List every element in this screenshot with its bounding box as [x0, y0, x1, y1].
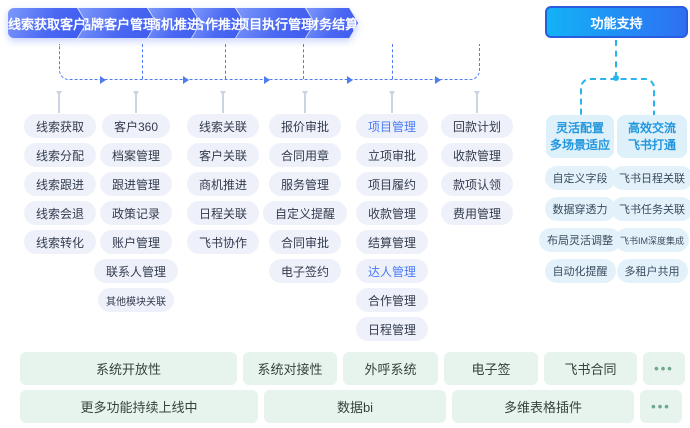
module-pill: 客户360	[101, 114, 171, 138]
capability-box: 系统对接性	[243, 352, 337, 385]
module-pill: 线索转化	[24, 230, 97, 254]
module-pill: 线索分配	[24, 143, 97, 167]
module-pill: 立项审批	[355, 143, 428, 167]
capability-box: 数据bi	[264, 390, 446, 423]
flow-arrowhead-icon	[435, 76, 441, 84]
column-project: 项目管理立项审批项目履约收款管理结算管理达人管理合作管理日程管理	[349, 114, 435, 341]
column-stub	[302, 91, 308, 113]
column-stub	[133, 91, 139, 113]
flow-step-brand-customer: 品牌客户管理	[78, 8, 156, 38]
column-stub	[56, 91, 62, 113]
support-group-header: 灵活配置 多场景适应	[546, 115, 614, 158]
module-pill: 收款管理	[440, 143, 513, 167]
module-pill: 联系人管理	[94, 259, 179, 283]
capability-box: 系统开放性	[20, 352, 237, 385]
more-ellipsis-icon: •••	[640, 390, 682, 423]
module-pill: 结算管理	[355, 230, 428, 254]
column-finance: 回款计划收款管理款项认领费用管理	[434, 114, 520, 225]
capability-box: 外呼系统	[343, 352, 438, 385]
module-pill: 服务管理	[268, 172, 341, 196]
flow-arrowhead-icon	[264, 76, 270, 84]
support-pill: 自动化提醒	[544, 259, 616, 283]
support-pill: 飞书IM深度集成	[615, 228, 689, 252]
support-connector-dot	[613, 75, 619, 81]
module-pill: 回款计划	[440, 114, 513, 138]
support-header-line: 灵活配置	[555, 121, 604, 136]
module-pill: 款项认领	[440, 172, 513, 196]
flow-step-opportunity: 商机推进	[148, 8, 200, 38]
module-pill: 线索获取	[24, 114, 97, 138]
support-header-line: 高效交流	[627, 121, 676, 136]
flow-connector-line	[142, 44, 143, 79]
module-pill: 商机推进	[187, 172, 260, 196]
module-pill: 项目管理	[355, 114, 428, 138]
column-stub	[474, 91, 480, 113]
module-pill: 收款管理	[355, 201, 428, 225]
capability-row-1: 系统开放性 系统对接性 外呼系统 电子签 飞书合同 •••	[20, 352, 685, 385]
capability-box: 多维表格插件	[452, 390, 634, 423]
module-pill: 其他模块关联	[98, 288, 174, 312]
column-customer: 客户360 档案管理跟进管理政策记录账户管理联系人管理其他模块关联	[94, 114, 179, 312]
support-connector-line	[615, 40, 617, 78]
support-connector-bracket	[580, 78, 655, 117]
support-pill: 飞书日程关联	[611, 166, 690, 190]
module-pill: 日程管理	[355, 317, 428, 341]
support-header-line: 飞书打通	[627, 137, 676, 152]
process-flow: 线索获取客户 品牌客户管理 商机推进 合作推进 项目执行管理 财务结算	[8, 8, 358, 38]
column-stub	[220, 91, 226, 113]
support-header-line: 多场景适应	[549, 137, 610, 152]
module-pill: 档案管理	[99, 143, 172, 167]
module-pill: 费用管理	[440, 201, 513, 225]
support-pill: 多租户共用	[616, 259, 688, 283]
flow-arrowhead-icon	[347, 76, 353, 84]
support-pill: 数据穿透力	[544, 197, 616, 221]
support-group-header: 高效交流 飞书打通	[617, 115, 687, 158]
module-pill: 客户关联	[187, 143, 260, 167]
module-pill: 跟进管理	[99, 172, 172, 196]
capability-row-2: 更多功能持续上线中 数据bi 多维表格插件 •••	[20, 390, 682, 423]
flow-arrowhead-icon	[183, 76, 189, 84]
flow-connector-line	[225, 44, 226, 79]
module-pill: 政策记录	[99, 201, 172, 225]
flow-connector-line	[303, 44, 304, 79]
support-pill: 布局灵活调整	[539, 228, 621, 252]
support-group-feishu: 高效交流 飞书打通 飞书日程关联飞书任务关联飞书IM深度集成多租户共用	[611, 115, 690, 290]
module-pill: 自定义提醒	[262, 201, 347, 225]
support-group-items: 飞书日程关联飞书任务关联飞书IM深度集成多租户共用	[611, 166, 690, 290]
column-opportunity: 线索关联客户关联商机推进日程关联飞书协作	[187, 114, 260, 254]
column-leads: 线索获取线索分配线索跟进线索会退线索转化	[24, 114, 97, 254]
module-pill: 达人管理	[355, 259, 428, 283]
support-group-config: 灵活配置 多场景适应 自定义字段数据穿透力布局灵活调整自动化提醒	[539, 115, 621, 290]
module-pill: 日程关联	[187, 201, 260, 225]
more-ellipsis-icon: •••	[643, 352, 685, 385]
flow-arrowhead-icon	[100, 76, 106, 84]
module-pill: 合同审批	[268, 230, 341, 254]
support-group-items: 自定义字段数据穿透力布局灵活调整自动化提醒	[539, 166, 621, 290]
module-pill: 合作管理	[355, 288, 428, 312]
capability-box: 电子签	[444, 352, 538, 385]
module-pill: 报价审批	[268, 114, 341, 138]
flow-step-lead-acquisition: 线索获取客户	[8, 8, 86, 38]
module-pill: 合同用章	[268, 143, 341, 167]
support-pill: 飞书任务关联	[611, 197, 690, 221]
flow-connector-bracket	[59, 44, 480, 80]
column-cooperation: 报价审批合同用章服务管理自定义提醒合同审批电子签约	[262, 114, 348, 283]
column-stub	[389, 91, 395, 113]
module-pill: 账户管理	[99, 230, 172, 254]
module-pill: 飞书协作	[187, 230, 260, 254]
flow-step-project-execution: 项目执行管理	[236, 8, 314, 38]
module-pill: 项目履约	[355, 172, 428, 196]
module-pill: 线索跟进	[24, 172, 97, 196]
capability-box: 更多功能持续上线中	[20, 390, 258, 423]
support-button: 功能支持	[545, 6, 688, 38]
capability-box: 飞书合同	[544, 352, 637, 385]
module-pill: 线索关联	[187, 114, 260, 138]
module-pill: 电子签约	[268, 259, 341, 283]
module-pill: 线索会退	[24, 201, 97, 225]
flow-connector-line	[392, 44, 393, 79]
support-pill: 自定义字段	[544, 166, 616, 190]
